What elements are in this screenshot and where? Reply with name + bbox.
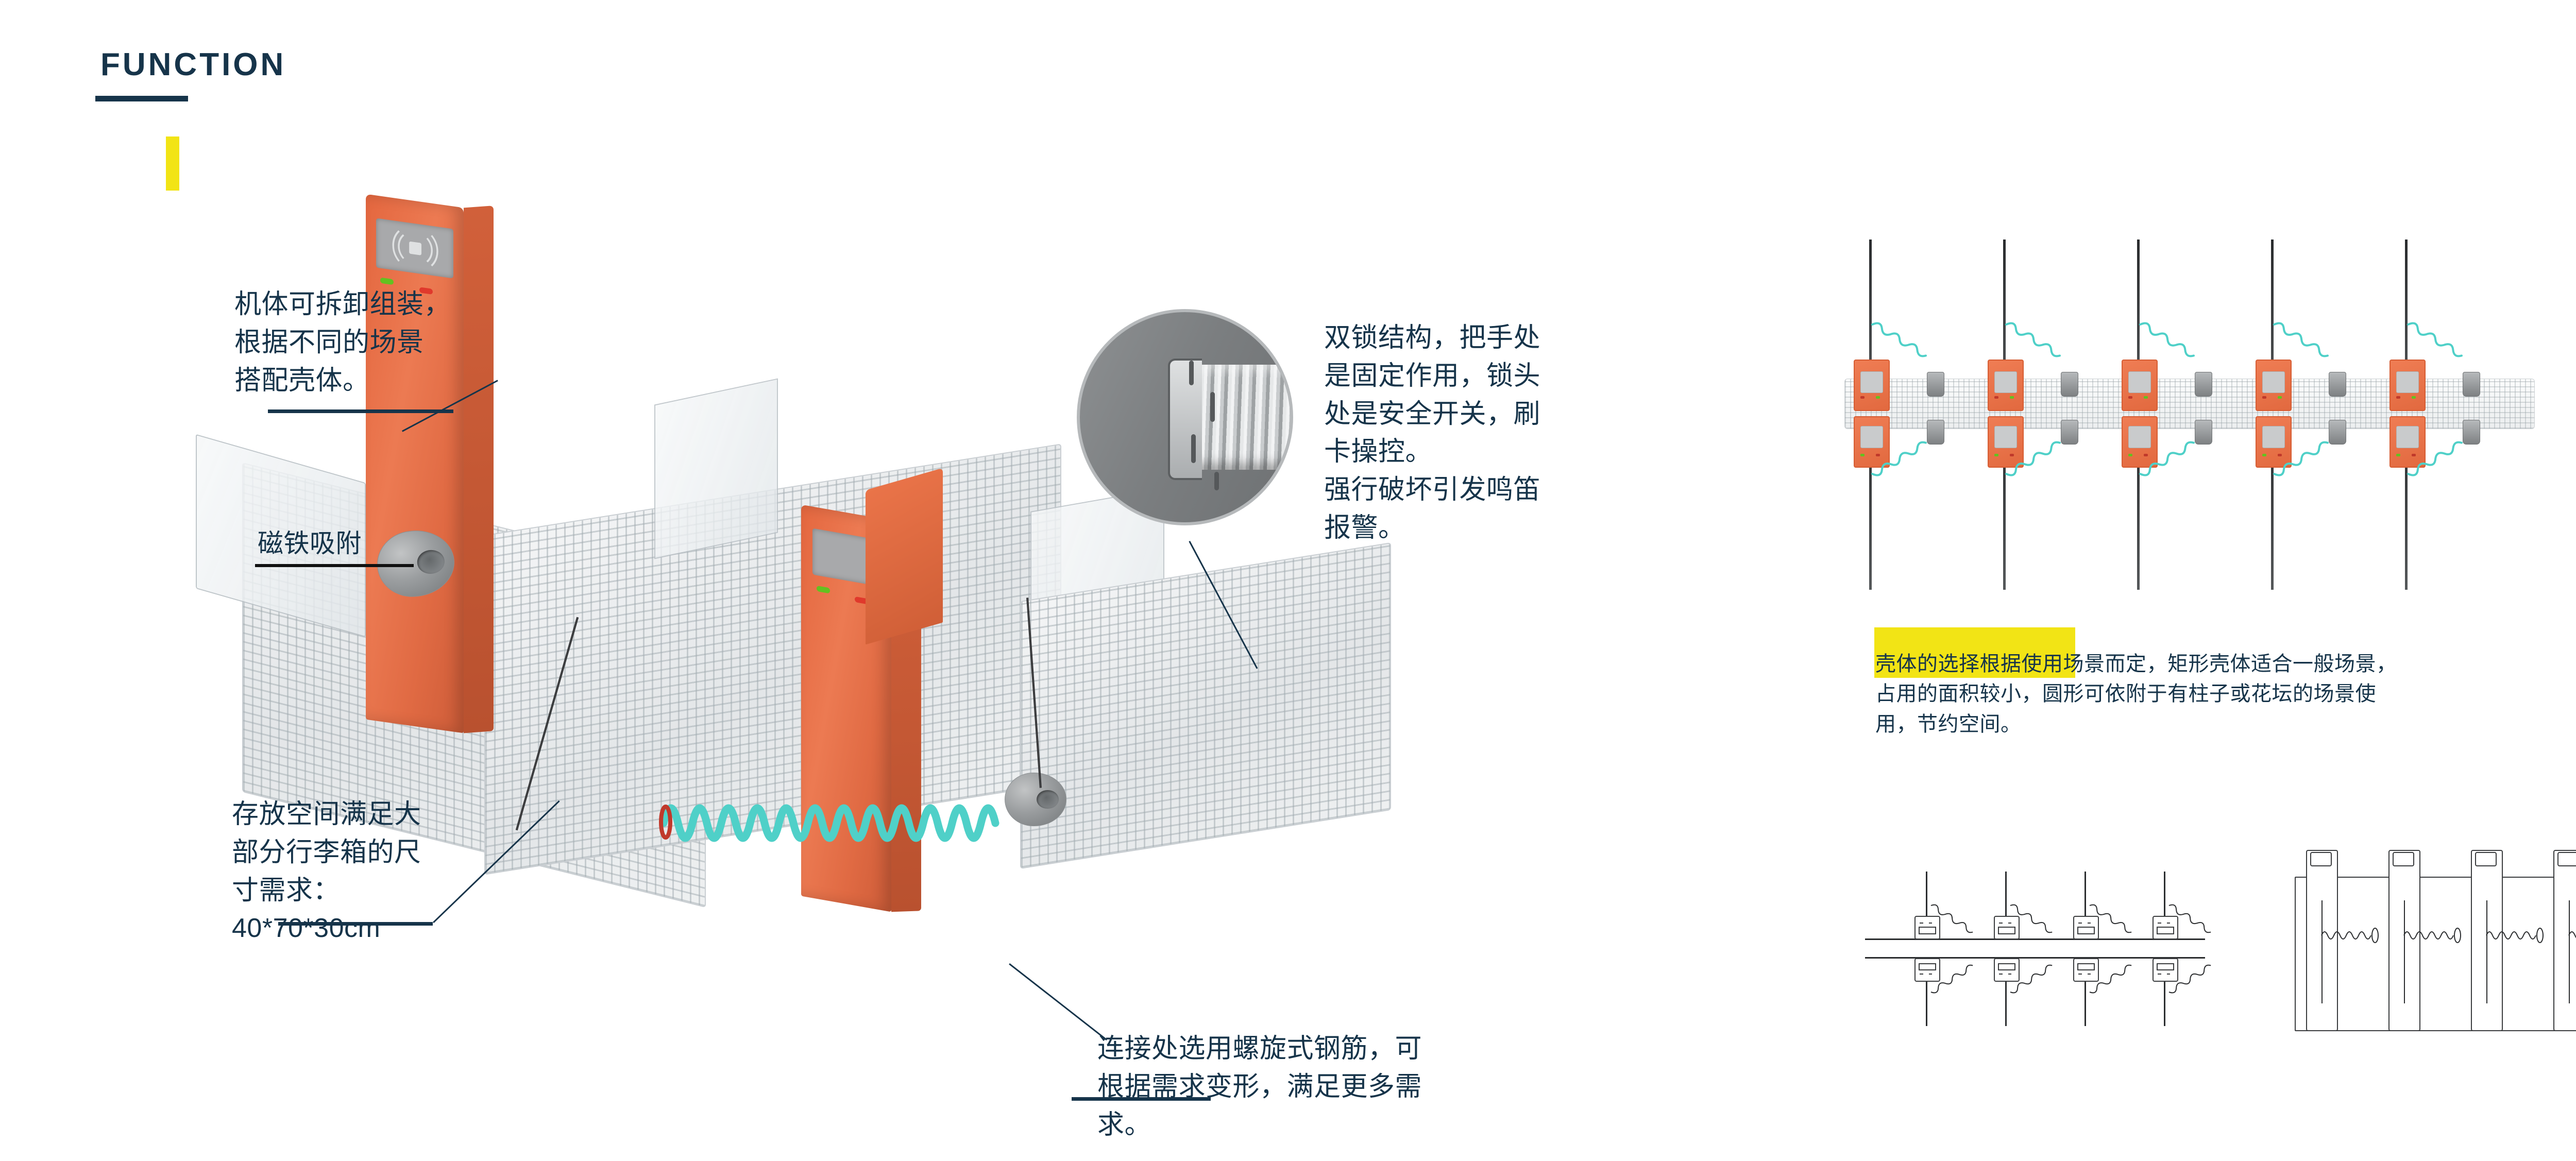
tv-post-t3 bbox=[2084, 872, 2086, 940]
cap-bottom-2 bbox=[2061, 420, 2078, 445]
yellow-accent-mark bbox=[166, 136, 179, 191]
lock-pin-top bbox=[1189, 360, 1194, 385]
fe-post-4 bbox=[2553, 850, 2576, 1031]
unit-bottom-1 bbox=[1854, 416, 1890, 468]
tv-post-b3 bbox=[2084, 958, 2086, 1026]
drawing-top-view-linear bbox=[1865, 845, 2215, 1051]
fe-head-3 bbox=[2475, 852, 2497, 866]
diagram-linear-arrangement bbox=[1844, 185, 2545, 597]
annotation-rule-magnet bbox=[255, 564, 414, 567]
tv-unit-b4 bbox=[2153, 958, 2178, 982]
annotation-body-assembly: 机体可拆卸组装， 根据不同的场景 搭配壳体。 bbox=[234, 289, 451, 396]
tv-post-t4 bbox=[2164, 872, 2165, 940]
fe-panel-outer bbox=[2295, 877, 2576, 1031]
unit-bottom-3 bbox=[2122, 416, 2158, 468]
post-bottom-2 bbox=[2003, 420, 2006, 590]
tv-unit-t2 bbox=[1994, 916, 2020, 940]
page-title-function: FUNCTION bbox=[100, 47, 286, 82]
cap-top-4 bbox=[2329, 372, 2346, 397]
rail-line-top bbox=[1865, 938, 2205, 940]
kiosk-side-face bbox=[464, 206, 494, 733]
annotation-rule-storage bbox=[278, 922, 433, 926]
annotation-spiral-rebar: 连接处选用螺旋式钢筋，可 根据需求变形，满足更多需 求。 bbox=[1097, 1034, 1422, 1140]
spiral-anchor-knob bbox=[1005, 773, 1066, 826]
post-bottom-5 bbox=[2405, 420, 2408, 590]
rail-line-bottom bbox=[1865, 957, 2205, 959]
unit-top-4 bbox=[2256, 360, 2292, 411]
cap-top-3 bbox=[2195, 372, 2212, 397]
annotation-magnet: 磁铁吸附 bbox=[258, 529, 362, 558]
fe-head-1 bbox=[2310, 852, 2332, 866]
product-render-stage bbox=[196, 170, 1458, 1097]
post-top-3 bbox=[2137, 240, 2140, 409]
tv-unit-t3 bbox=[2073, 916, 2099, 940]
kiosk-primary bbox=[366, 194, 494, 733]
cap-top-5 bbox=[2463, 372, 2480, 397]
fe-slot-3 bbox=[2486, 900, 2487, 1003]
tv-post-b2 bbox=[2005, 958, 2007, 1026]
post-top-2 bbox=[2003, 240, 2006, 409]
cap-bottom-5 bbox=[2463, 420, 2480, 445]
tv-unit-b1 bbox=[1914, 958, 1940, 982]
glass-fin-center bbox=[654, 378, 778, 559]
spiral-top-group bbox=[1871, 322, 2463, 476]
cap-bottom-3 bbox=[2195, 420, 2212, 445]
lock-pin-middle bbox=[1210, 392, 1215, 422]
tv-unit-t1 bbox=[1914, 916, 1940, 940]
lock-pin-bottom bbox=[1214, 472, 1219, 491]
unit-top-2 bbox=[1988, 360, 2024, 411]
unit-top-1 bbox=[1854, 360, 1890, 411]
ideation-description: 壳体的选择根据使用场景而定，矩形壳体适合一般场景， 占用的面积较小，圆形可依附于… bbox=[1875, 653, 2397, 736]
title-underline-left bbox=[95, 96, 188, 101]
post-bottom-4 bbox=[2271, 420, 2274, 590]
tv-unit-b3 bbox=[2073, 958, 2099, 982]
rfid-wave-icon bbox=[392, 230, 438, 267]
tv-post-b4 bbox=[2164, 958, 2165, 1026]
post-top-5 bbox=[2405, 240, 2408, 409]
fe-slot-2 bbox=[2404, 900, 2405, 1003]
tv-post-t2 bbox=[2005, 872, 2007, 940]
lock-detail-inset bbox=[1077, 309, 1293, 525]
unit-top-5 bbox=[2389, 360, 2426, 411]
fe-spring-group bbox=[2321, 928, 2576, 943]
kiosk-back-fin bbox=[866, 468, 943, 645]
fe-slot-1 bbox=[2321, 900, 2323, 1003]
unit-bottom-5 bbox=[2389, 416, 2426, 468]
post-bottom-3 bbox=[2137, 420, 2140, 590]
tv-unit-t4 bbox=[2153, 916, 2178, 940]
drawing-front-elevation bbox=[2287, 840, 2576, 1056]
unit-top-3 bbox=[2122, 360, 2158, 411]
ideation-panel: 壳体的选择根据使用场景而定，矩形壳体适合一般场景， 占用的面积较小，圆形可依附于… bbox=[1834, 170, 2576, 1092]
fe-head-4 bbox=[2557, 852, 2576, 866]
fe-head-2 bbox=[2393, 852, 2414, 866]
tv-spring-group bbox=[1930, 904, 2211, 994]
annotation-storage-size: 存放空间满足大 部分行李箱的尺 寸需求： 40*70*30cm bbox=[232, 799, 421, 944]
annotation-rule-spiral bbox=[1072, 1097, 1211, 1101]
cap-bottom-4 bbox=[2329, 420, 2346, 445]
tv-unit-b2 bbox=[1994, 958, 2020, 982]
cap-top-2 bbox=[2061, 372, 2078, 397]
lock-pin-lower bbox=[1191, 434, 1196, 463]
unit-bottom-4 bbox=[2256, 416, 2292, 468]
cap-top-1 bbox=[1927, 372, 1944, 397]
tv-post-b1 bbox=[1926, 958, 1927, 1026]
annotation-rule-body bbox=[268, 409, 453, 413]
spiral-rebar-connector bbox=[659, 804, 999, 842]
post-bottom-1 bbox=[1869, 420, 1872, 590]
unit-bottom-2 bbox=[1988, 416, 2024, 468]
annotation-dual-lock: 双锁结构，把手处 是固定作用，锁头 处是安全开关，刷 卡操控。 强行破坏引发鸣笛… bbox=[1324, 323, 1541, 543]
post-top-1 bbox=[1869, 240, 1872, 409]
tv-post-t1 bbox=[1926, 872, 1927, 940]
post-top-4 bbox=[2271, 240, 2274, 409]
fe-slot-4 bbox=[2569, 900, 2570, 1003]
cap-bottom-1 bbox=[1927, 420, 1944, 445]
lock-faceplate bbox=[1168, 358, 1202, 481]
text-highlight-block bbox=[1874, 627, 2075, 678]
